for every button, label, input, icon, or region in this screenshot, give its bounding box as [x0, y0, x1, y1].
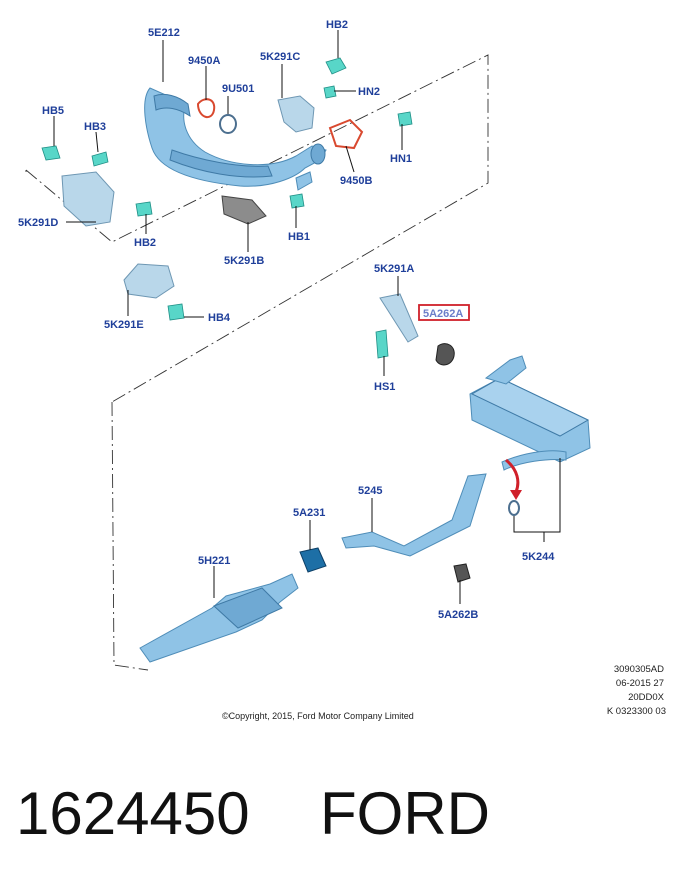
bolt-HB1[interactable]	[289, 193, 305, 209]
front-pipe-5H221[interactable]	[139, 573, 299, 663]
label-5A231: 5A231	[293, 507, 325, 519]
label-HB5: HB5	[42, 105, 64, 117]
bolt-HB4[interactable]	[167, 303, 185, 321]
label-HB4: HB4	[208, 312, 231, 324]
nut-HN1[interactable]	[397, 111, 413, 127]
label-5K291C: 5K291C	[260, 51, 300, 63]
bolt-HB3[interactable]	[91, 151, 109, 167]
direction-arrow	[505, 458, 520, 493]
reference-codes: 3090305AD 06-2015 27 20DD0X K 0323300 03	[607, 664, 666, 717]
clamp-5A231[interactable]	[299, 547, 327, 573]
direction-arrow-head	[510, 490, 522, 500]
label-5K244: 5K244	[522, 551, 555, 563]
brand-name: FORD	[320, 780, 490, 847]
label-9450A: 9450A	[188, 55, 220, 67]
label-5K291A: 5K291A	[374, 263, 414, 275]
intermediate-pipe-5245[interactable]	[341, 473, 487, 557]
label-9450B: 9450B	[340, 175, 372, 187]
label-5K291B: 5K291B	[224, 255, 264, 267]
bolt-HB2-top[interactable]	[325, 57, 347, 75]
leader-lines	[53, 30, 561, 604]
reference-code-4: K 0323300 03	[607, 706, 666, 717]
label-HS1: HS1	[374, 381, 395, 393]
copyright-notice: ©Copyright, 2015, Ford Motor Company Lim…	[222, 711, 414, 721]
label-5A262A: 5A262A	[423, 308, 463, 320]
label-5K291D: 5K291D	[18, 217, 58, 229]
label-HB2-top: HB2	[326, 19, 348, 31]
reference-code-2: 06-2015 27	[616, 678, 664, 689]
seal-9U501[interactable]	[219, 114, 237, 134]
part-number: 1624450	[16, 780, 250, 847]
heat-shield-5K291C[interactable]	[277, 95, 315, 133]
callout-labels: 5E212 HB2 9450A 5K291C HN2 9U501 HB5 HB3…	[18, 19, 555, 621]
lower-frame	[111, 401, 149, 671]
bracket-5K291A[interactable]	[379, 293, 419, 343]
label-5E212: 5E212	[148, 27, 180, 39]
label-HB1: HB1	[288, 231, 310, 243]
bolt-HB5[interactable]	[41, 145, 61, 161]
insulator-5A262B[interactable]	[453, 563, 471, 583]
reference-code-3: 20DD0X	[628, 692, 665, 703]
label-5245: 5245	[358, 485, 382, 497]
heat-shield-5K291E[interactable]	[123, 263, 175, 299]
label-HB2-low: HB2	[134, 237, 156, 249]
label-HN1: HN1	[390, 153, 412, 165]
gasket-9450A[interactable]	[196, 98, 216, 119]
exhaust-manifold-5E212[interactable]	[144, 87, 327, 191]
gasket-5K291B[interactable]	[221, 195, 267, 225]
label-HB3: HB3	[84, 121, 106, 133]
nut-HN2[interactable]	[323, 85, 337, 99]
label-9U501: 9U501	[222, 83, 254, 95]
reference-code-1: 3090305AD	[614, 664, 664, 675]
bolt-HS1[interactable]	[375, 329, 389, 359]
label-5K291E: 5K291E	[104, 319, 144, 331]
bolt-HB2-low[interactable]	[135, 201, 153, 217]
heat-shield-5K291D[interactable]	[61, 171, 115, 227]
rear-muffler[interactable]	[469, 355, 591, 471]
label-HN2: HN2	[358, 86, 380, 98]
insulator-5A262A[interactable]	[435, 343, 455, 366]
seal-5K244[interactable]	[508, 500, 520, 516]
gasket-9450B[interactable]	[328, 118, 364, 150]
upper-frame	[25, 54, 489, 403]
label-5H221: 5H221	[198, 555, 230, 567]
fastener-bolts	[41, 57, 413, 359]
highlight-box-5A262A	[418, 304, 470, 321]
label-5A262B: 5A262B	[438, 609, 478, 621]
assembly-frames	[25, 54, 489, 671]
